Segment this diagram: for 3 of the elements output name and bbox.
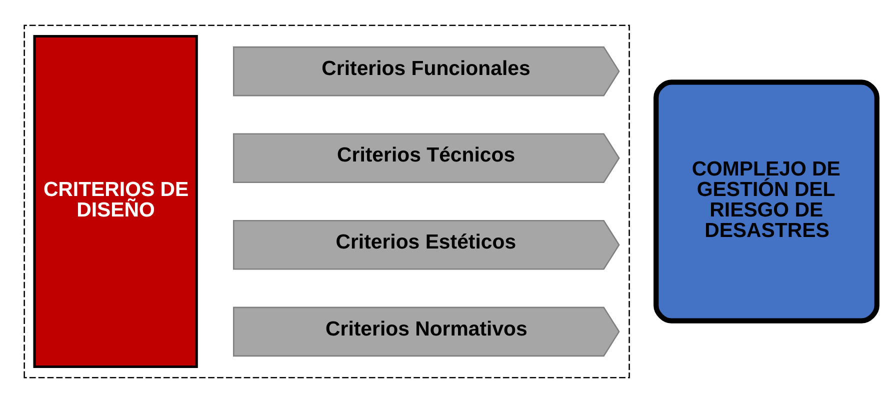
node-box: COMPLEJO DE GESTIÓN DEL RIESGO DE DESASTRES bbox=[653, 80, 879, 324]
cluster bbox=[23, 24, 630, 378]
node-box: CRITERIOS DE DISEÑO bbox=[32, 34, 198, 368]
